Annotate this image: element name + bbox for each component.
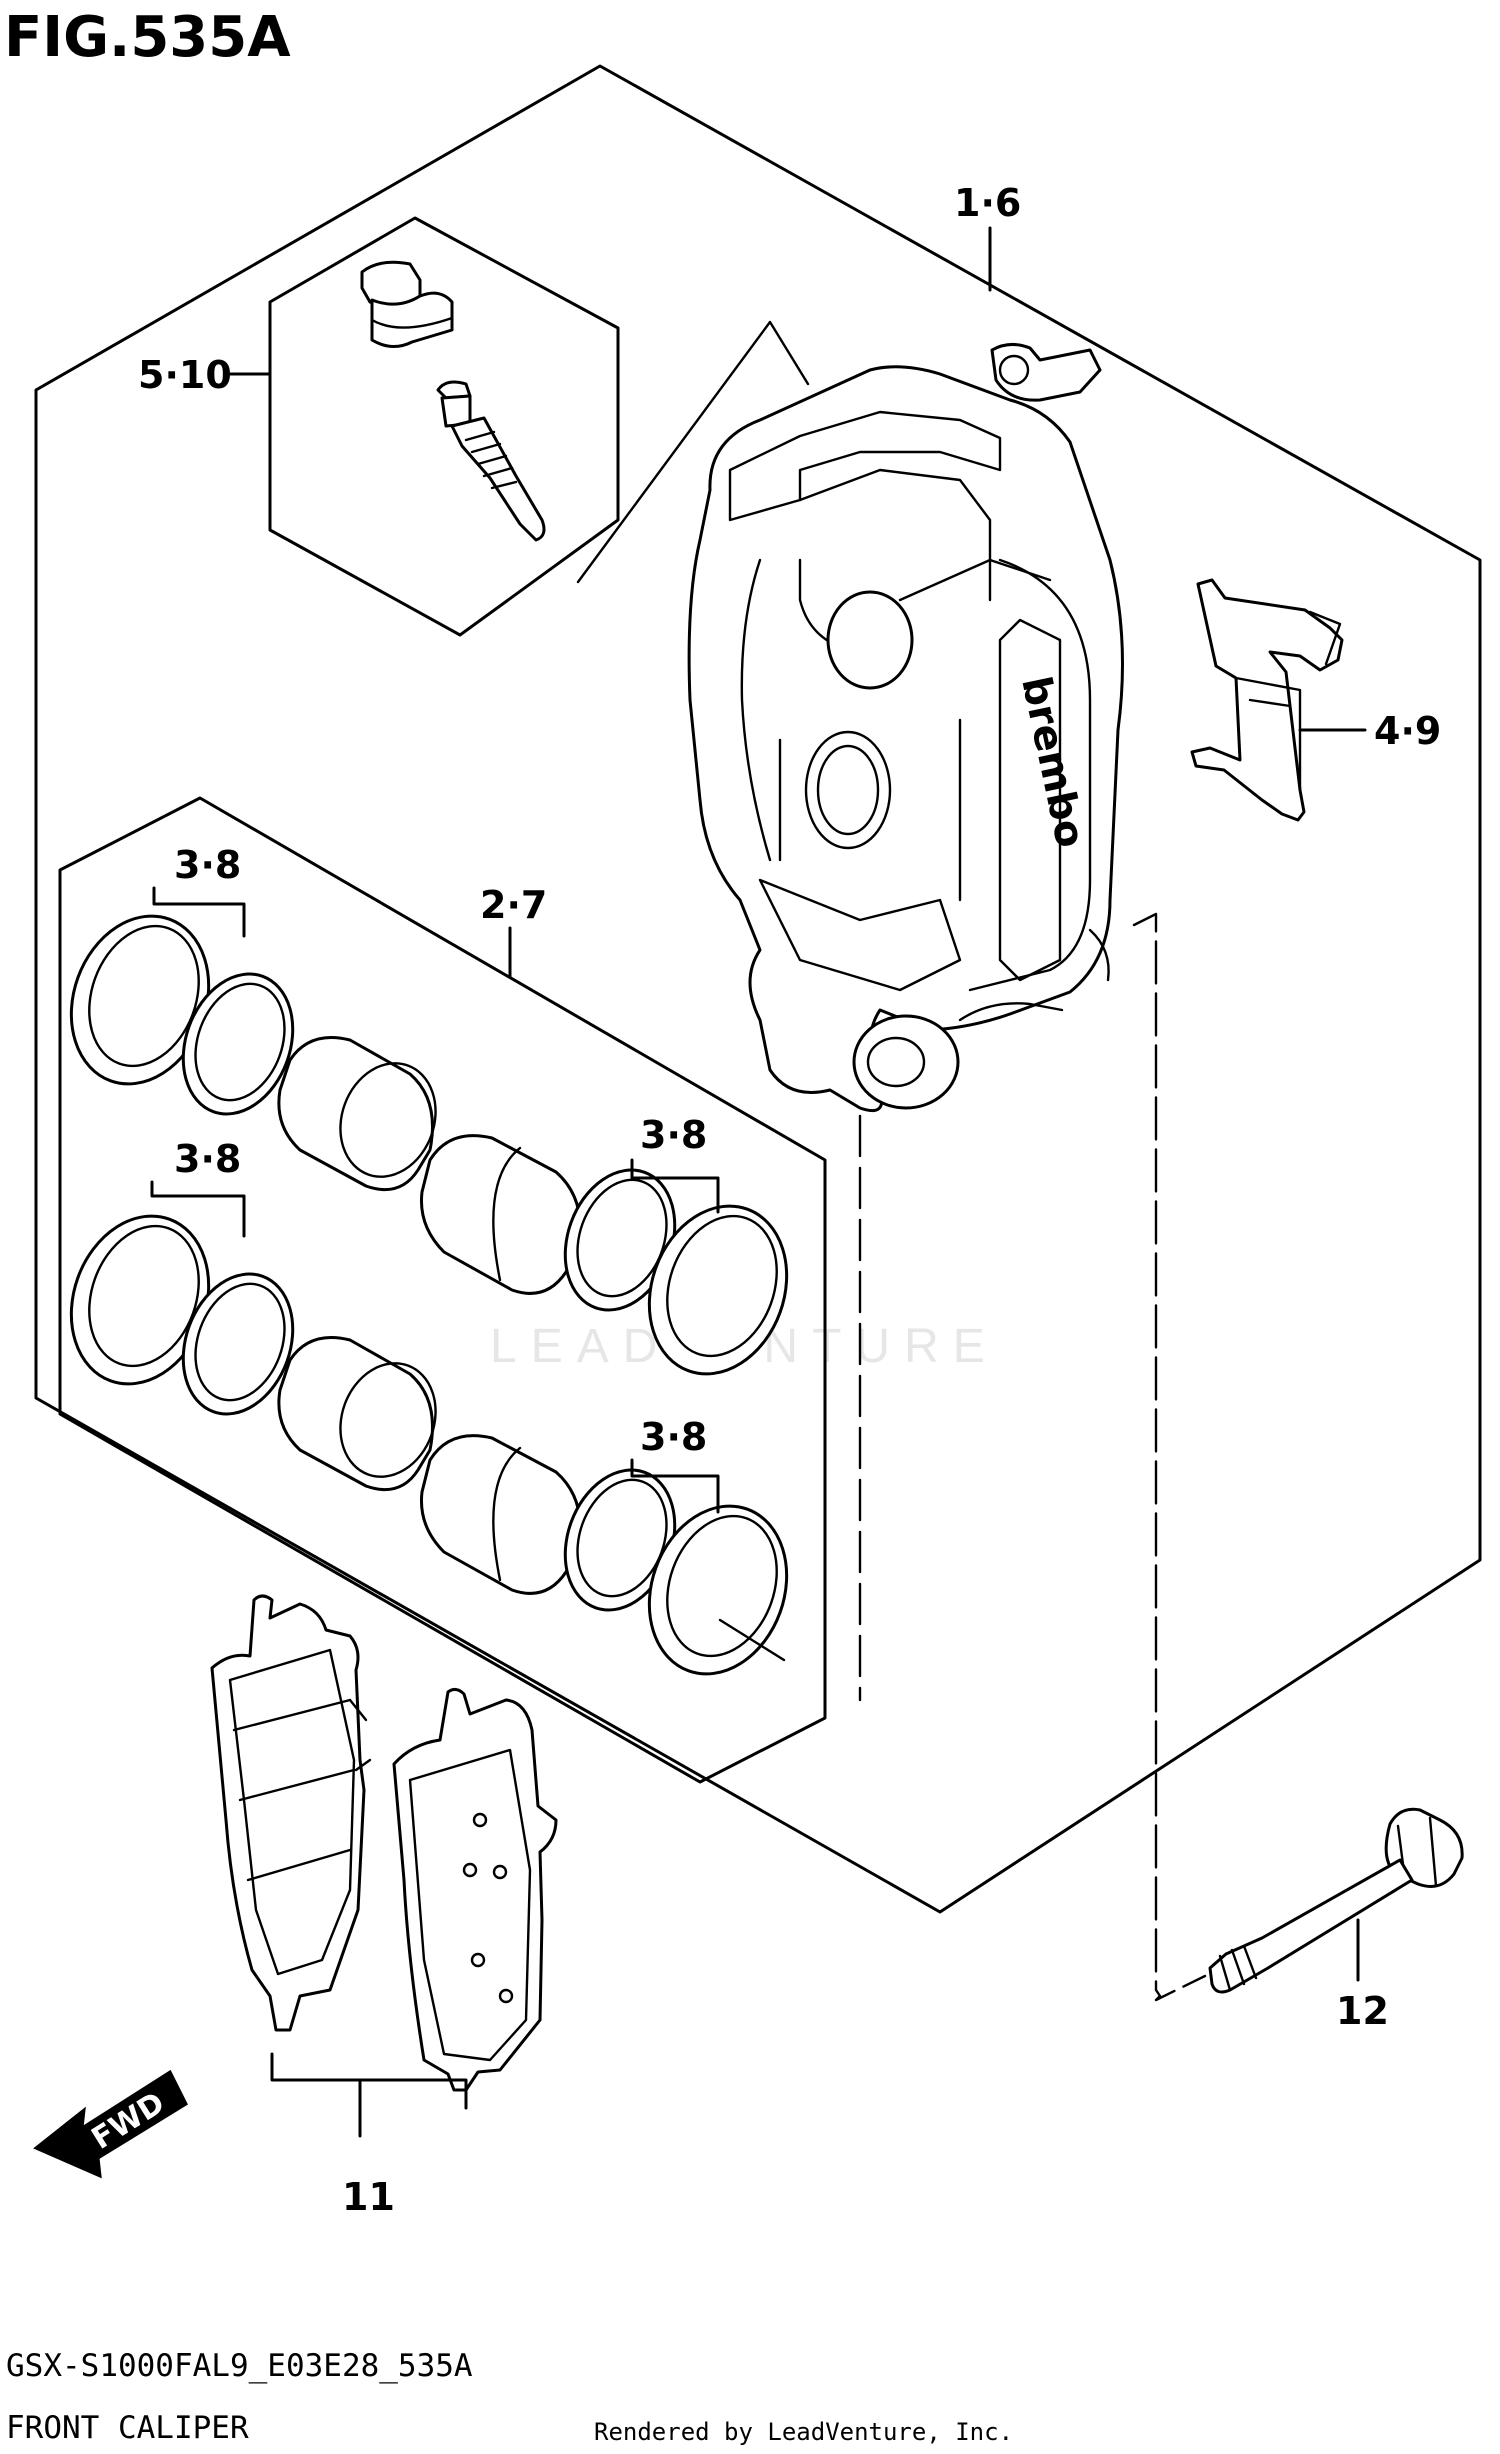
seal-large-lower-left	[69, 1214, 211, 1386]
figure-caption: FRONT CALIPER	[6, 2410, 249, 2446]
leader-lines	[150, 226, 1367, 2138]
bleeder-cap-icon	[360, 260, 454, 348]
piston-lower-left	[277, 1336, 437, 1492]
callout-seal-upper-right: 3·8	[640, 1113, 707, 1157]
mounting-bolt-icon	[1208, 1807, 1464, 1994]
callout-piston-set: 2·7	[480, 883, 547, 927]
brake-pad-outer	[392, 1687, 558, 2092]
forward-direction-arrow: FWD	[33, 2069, 188, 2179]
callout-seal-lower-left: 3·8	[174, 1137, 241, 1181]
seal-large-lower-right	[647, 1504, 789, 1676]
seal-large-upper-right	[647, 1204, 789, 1376]
pad-spring-icon	[1190, 578, 1344, 822]
seal-small-upper-left	[181, 972, 295, 1116]
render-credit: Rendered by LeadVenture, Inc.	[594, 2418, 1013, 2446]
caliper-assembly-frame	[34, 64, 1482, 1914]
callout-bleeder-kit: 5·10	[138, 353, 232, 397]
fwd-label: FWD	[86, 2086, 171, 2157]
callout-seal-upper-left: 3·8	[174, 843, 241, 887]
bleeder-guide-line	[576, 320, 810, 584]
bolt-reference-line	[1132, 912, 1207, 2002]
seal-small-lower-left	[181, 1272, 295, 1416]
model-code: GSX-S1000FAL9_E03E28_535A	[6, 2348, 473, 2384]
piston-upper-right	[419, 1134, 582, 1295]
callout-mounting-bolt: 12	[1336, 1989, 1389, 2033]
callout-caliper-assy: 1·6	[954, 181, 1021, 225]
figure-title: FIG.535A	[4, 5, 291, 70]
bleeder-screw-icon	[436, 380, 546, 542]
piston-upper-left	[277, 1036, 437, 1192]
piston-lower-right	[419, 1434, 582, 1595]
brake-pad-inner	[210, 1594, 372, 2032]
piston-seal-kit-frame	[58, 796, 827, 1784]
callout-pad-set: 11	[342, 2175, 395, 2219]
bleeder-kit-frame	[268, 216, 620, 637]
caliper-body: brembo	[687, 343, 1124, 1113]
callout-seal-lower-right: 3·8	[640, 1415, 707, 1459]
callout-pad-spring: 4·9	[1374, 709, 1441, 753]
